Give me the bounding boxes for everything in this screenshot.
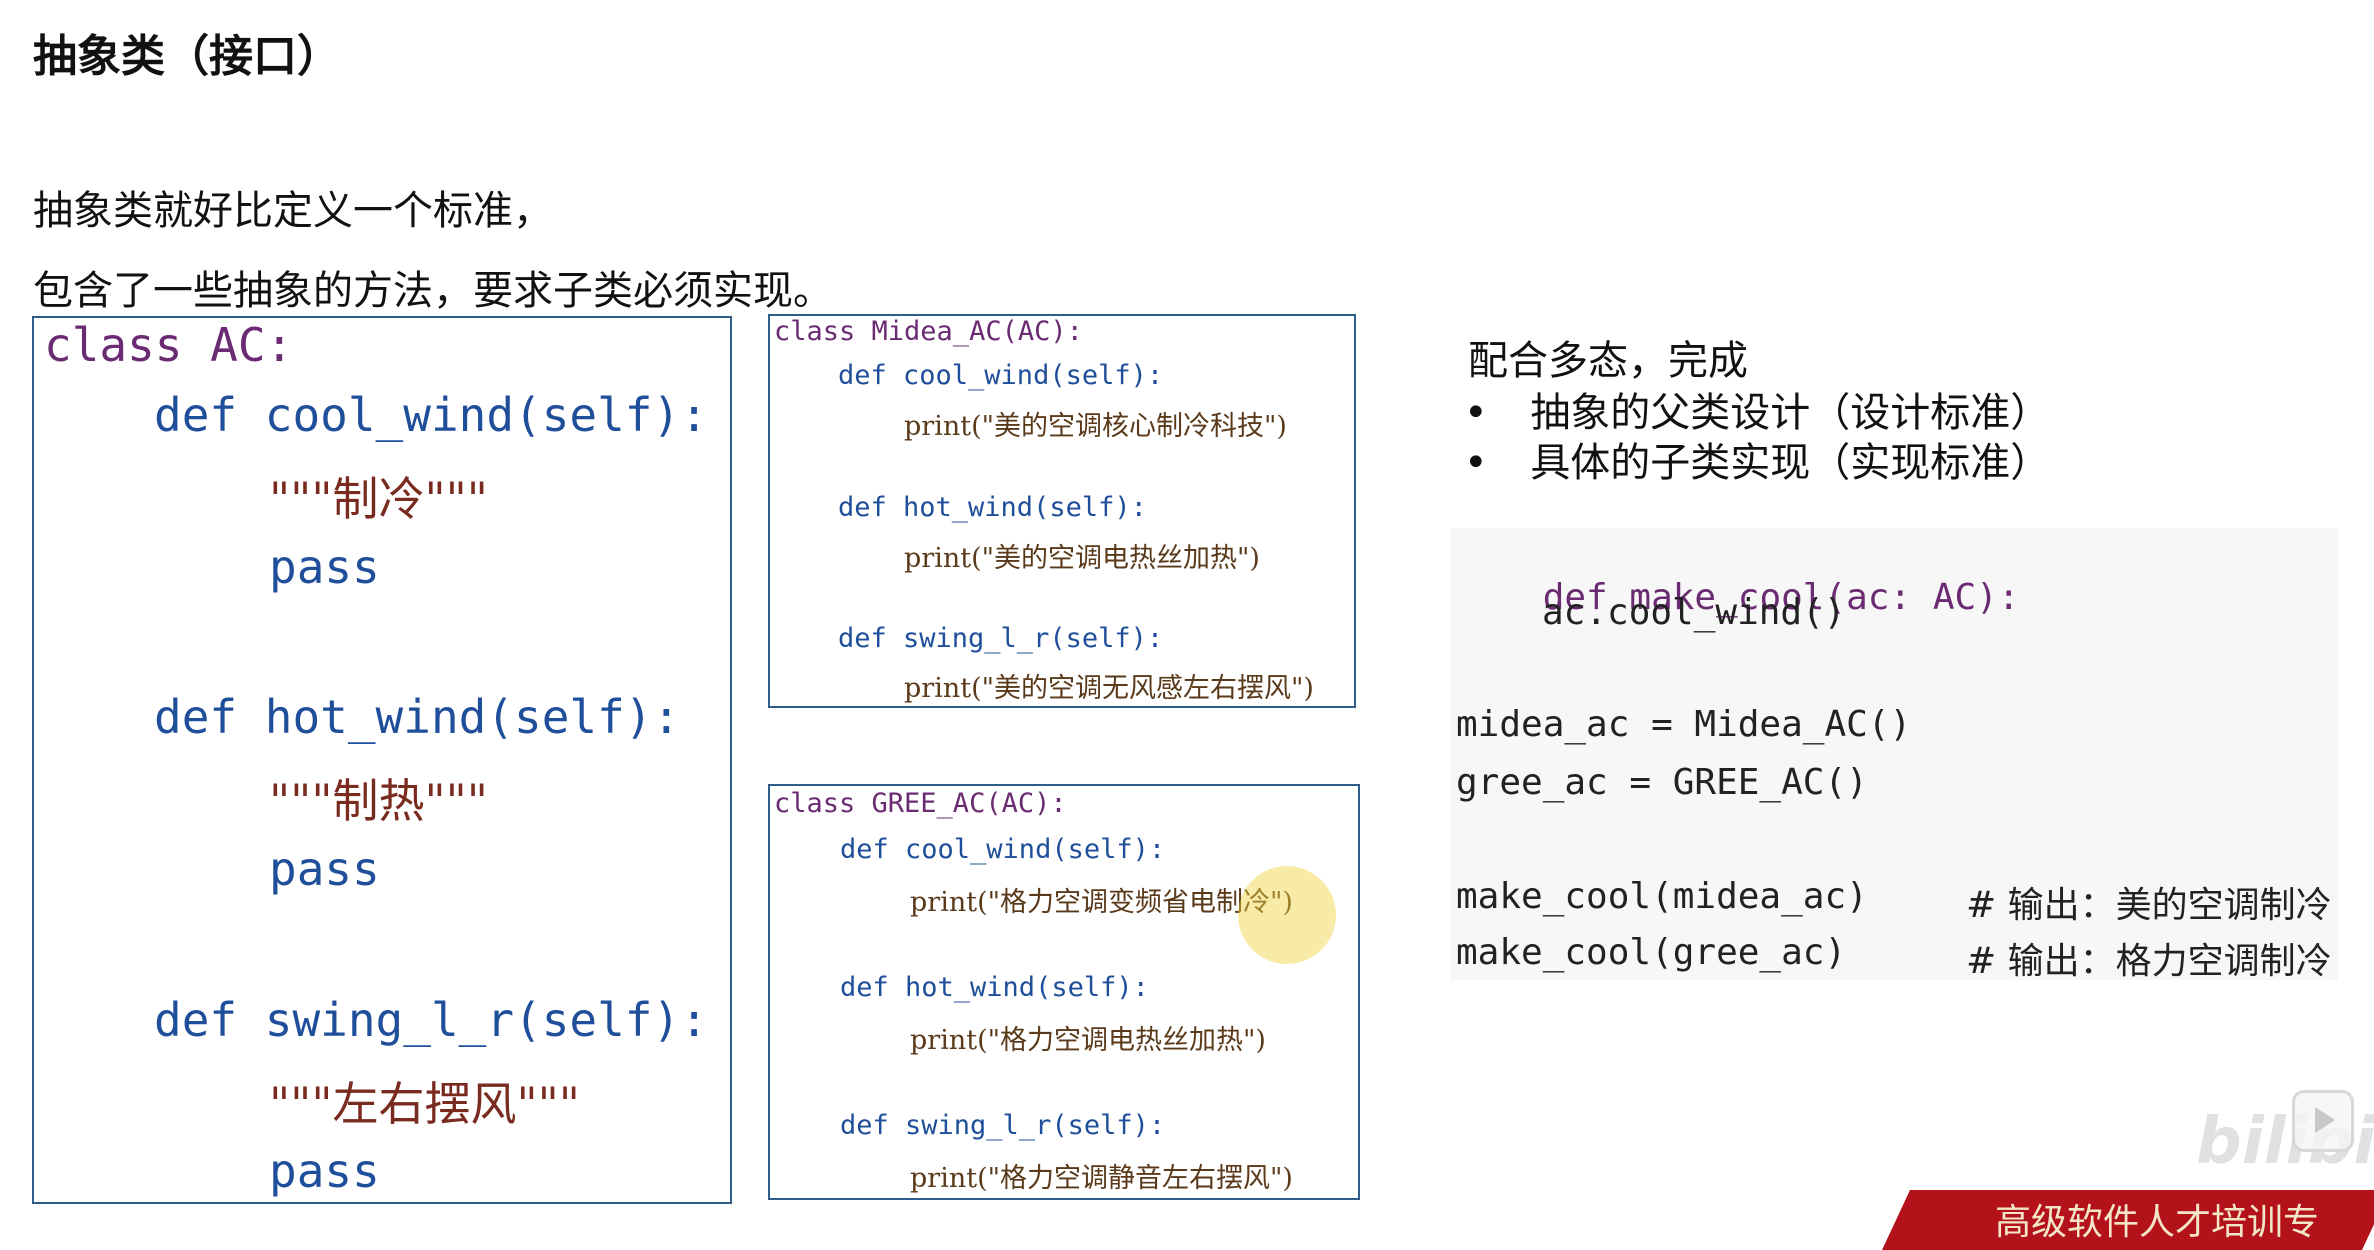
bullet-dot-icon: • bbox=[1464, 440, 1488, 486]
method-def: def cool_wind(self): bbox=[154, 388, 708, 442]
polymorphism-bullet: • 抽象的父类设计（设计标准） bbox=[1464, 390, 2051, 436]
usage-line-def: def make_cool(ac: AC): bbox=[1542, 577, 2020, 618]
method-def: def swing_l_r(self): bbox=[840, 1110, 1166, 1141]
usage-line-gree: gree_ac = GREE_AC() bbox=[1456, 762, 1868, 803]
usage-line-make-cool-midea: make_cool(midea_ac) bbox=[1456, 876, 1868, 917]
method-body: pass bbox=[269, 842, 380, 896]
method-docstring: """制冷""" bbox=[269, 472, 488, 526]
polymorphism-bullet: • 具体的子类实现（实现标准） bbox=[1464, 440, 2051, 486]
method-print: print("格力空调电热丝加热") bbox=[910, 1025, 1266, 1056]
class-ac-header: class AC: bbox=[44, 318, 294, 372]
page-title: 抽象类（接口） bbox=[33, 31, 341, 82]
method-print: print("美的空调核心制冷科技") bbox=[904, 411, 1287, 442]
method-def: def hot_wind(self): bbox=[840, 972, 1149, 1003]
bullet-dot-icon: • bbox=[1464, 390, 1488, 436]
usage-line-midea: midea_ac = Midea_AC() bbox=[1456, 704, 1912, 745]
method-docstring: """左右摆风""" bbox=[269, 1077, 580, 1131]
midea-class-code-box: class Midea_AC(AC): def cool_wind(self):… bbox=[768, 314, 1356, 708]
cursor-highlight bbox=[1238, 866, 1336, 964]
class-gree-header: class GREE_AC(AC): bbox=[774, 788, 1067, 819]
method-docstring: """制热""" bbox=[269, 774, 488, 828]
method-def: def cool_wind(self): bbox=[838, 360, 1164, 391]
play-icon[interactable] bbox=[2292, 1090, 2354, 1152]
method-body: pass bbox=[269, 1144, 380, 1198]
usage-line-call: ac.cool_wind() bbox=[1542, 592, 1846, 633]
method-print: print("美的空调电热丝加热") bbox=[904, 543, 1260, 574]
intro-line-1: 抽象类就好比定义一个标准， bbox=[33, 188, 553, 234]
method-print: print("格力空调变频省电制冷") bbox=[910, 887, 1293, 918]
class-midea-header: class Midea_AC(AC): bbox=[774, 316, 1083, 347]
abstract-class-code-box: class AC: def cool_wind(self): """制冷""" … bbox=[32, 316, 732, 1204]
method-def: def hot_wind(self): bbox=[154, 690, 681, 744]
method-body: pass bbox=[269, 540, 380, 594]
method-print: print("格力空调静音左右摆风") bbox=[910, 1163, 1293, 1194]
method-def: def swing_l_r(self): bbox=[154, 993, 708, 1047]
method-def: def swing_l_r(self): bbox=[838, 623, 1164, 654]
usage-line-make-cool-gree: make_cool(gree_ac) bbox=[1456, 932, 1847, 973]
usage-comment-gree: # 输出：格力空调制冷 bbox=[1966, 941, 2332, 982]
method-def: def hot_wind(self): bbox=[838, 492, 1147, 523]
method-def: def cool_wind(self): bbox=[840, 834, 1166, 865]
usage-comment-midea: # 输出：美的空调制冷 bbox=[1966, 885, 2332, 926]
intro-line-2: 包含了一些抽象的方法，要求子类必须实现。 bbox=[33, 268, 833, 314]
banner-text: 高级软件人才培训专 bbox=[1995, 1202, 2320, 1243]
method-print: print("美的空调无风感左右摆风") bbox=[904, 673, 1314, 704]
polymorphism-heading: 配合多态，完成 bbox=[1468, 338, 1748, 384]
usage-code-panel: def make_cool(ac: AC): ac.cool_wind() mi… bbox=[1450, 528, 2338, 982]
gree-class-code-box: class GREE_AC(AC): def cool_wind(self): … bbox=[768, 784, 1360, 1200]
